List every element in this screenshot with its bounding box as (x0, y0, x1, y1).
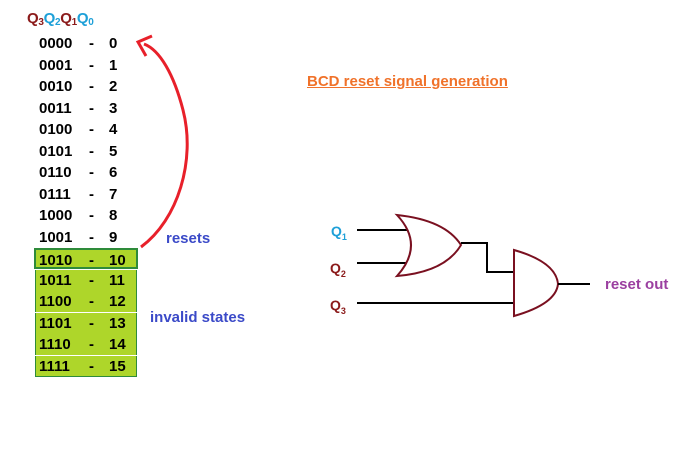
state-header: Q3Q2Q1Q0 (27, 10, 94, 28)
header-q0: Q0 (76, 10, 94, 28)
state-code: 1001 (39, 228, 73, 246)
state-value: 15 (109, 357, 126, 375)
state-value: 10 (109, 252, 126, 269)
state-row: 1101-13 (35, 312, 137, 334)
state-row: 0111-7 (36, 184, 136, 205)
state-dash: - (89, 164, 94, 181)
state-row: 1000-8 (36, 205, 136, 226)
state-row: 1100-12 (35, 291, 137, 312)
state-row: 0001-1 (36, 55, 136, 76)
state-dash: - (89, 78, 94, 95)
state-code: 0011 (39, 99, 72, 117)
state-row: 1010-10 (34, 248, 138, 269)
state-dash: - (89, 207, 94, 224)
state-code: 0001 (39, 56, 73, 74)
invalid-states-label: invalid states (150, 309, 246, 326)
state-value: 9 (109, 228, 118, 246)
state-value: 8 (109, 207, 118, 224)
state-dash: - (89, 357, 94, 375)
state-dash: - (89, 35, 94, 52)
state-dash: - (89, 252, 94, 269)
resets-label: resets (166, 230, 211, 247)
state-row: 1111 -15 (35, 355, 137, 377)
state-dash: - (89, 314, 94, 332)
reset-arrow (140, 42, 189, 249)
state-value: 5 (109, 142, 118, 160)
state-code: 0110 (39, 164, 72, 181)
state-code: 0111 (39, 185, 71, 203)
state-row: 0100-4 (36, 119, 136, 140)
header-q2: Q2 (43, 10, 61, 28)
and-gate (513, 248, 560, 318)
state-dash: - (89, 185, 94, 203)
or-gate (394, 213, 463, 278)
state-row: 1001-9 (36, 227, 136, 248)
state-code: 1100 (39, 293, 72, 310)
reset-out-label: reset out (605, 276, 669, 293)
state-row: 0101-5 (36, 141, 136, 162)
header-q3: Q3 (27, 10, 44, 28)
state-code: 1110 (39, 336, 71, 353)
state-value: 0 (109, 35, 118, 52)
state-value: 7 (109, 185, 118, 203)
state-code: 0010 (39, 78, 73, 95)
state-row: 0110-6 (36, 162, 136, 183)
state-code: 0101 (39, 142, 73, 160)
diagram-title: BCD reset signal generation (307, 73, 508, 90)
state-dash: - (89, 99, 94, 117)
input-q2-label: Q2 (330, 260, 346, 279)
state-dash: - (89, 336, 94, 353)
state-row: 1011-11 (35, 269, 137, 291)
state-code: 0100 (39, 121, 73, 138)
state-row: 0000-0 (36, 33, 136, 54)
input-q3-label: Q3 (330, 297, 346, 316)
reset-arrow-head (135, 34, 153, 57)
state-value: 2 (109, 78, 118, 95)
state-code: 1011 (39, 271, 72, 289)
state-row: 0010-2 (36, 76, 136, 97)
state-code: 1111 (39, 357, 70, 375)
wire-or-to-and (461, 242, 515, 273)
state-code: 0000 (39, 35, 73, 52)
state-value: 6 (109, 164, 118, 181)
state-value: 12 (109, 293, 126, 310)
state-value: 1 (109, 56, 118, 74)
state-dash: - (89, 121, 94, 138)
state-value: 14 (109, 336, 126, 353)
state-value: 4 (109, 121, 118, 138)
state-row: 1110 -14 (35, 334, 137, 355)
state-row: 0011-3 (36, 98, 136, 119)
state-value: 13 (109, 314, 126, 332)
state-code: 1000 (39, 207, 73, 224)
input-q1-label: Q1 (331, 223, 347, 242)
state-dash: - (89, 56, 94, 74)
state-dash: - (89, 293, 94, 310)
state-value: 3 (109, 99, 118, 117)
state-dash: - (89, 142, 94, 160)
state-dash: - (89, 271, 94, 289)
state-value: 11 (109, 271, 125, 289)
header-q1: Q1 (60, 10, 77, 28)
state-code: 1010 (39, 252, 73, 269)
state-code: 1101 (39, 314, 72, 332)
state-dash: - (89, 228, 94, 246)
